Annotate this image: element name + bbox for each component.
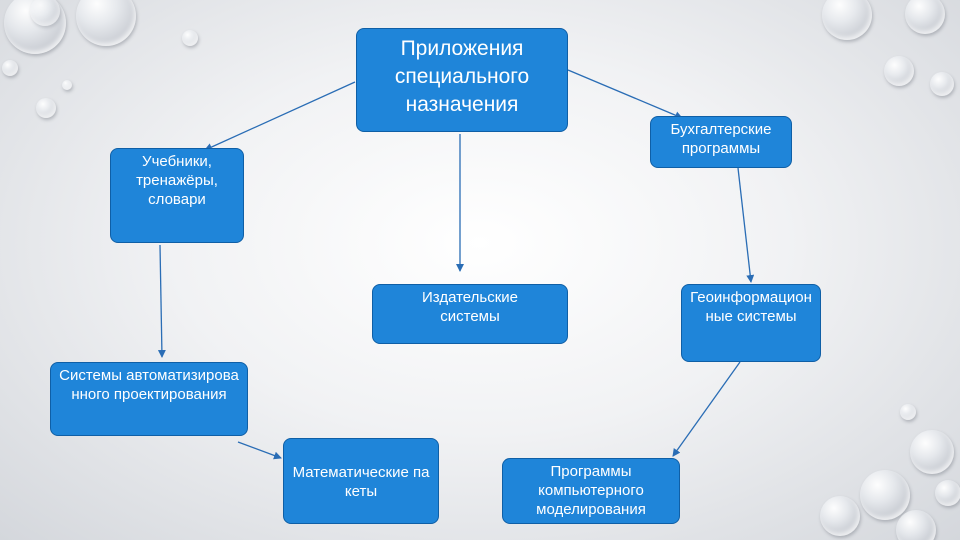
water-drop-decoration [905,0,945,34]
node-textbooks-label: Учебники, тренажёры, словари [136,153,218,208]
arrow-accounting-to-geoinfo [737,167,755,283]
node-root: Приложения специального назначения [356,28,568,132]
node-accounting-label: Бухгалтерские программы [670,121,772,157]
node-math: Математические пакеты [283,438,439,524]
node-publishing: Издательские системы [372,284,568,344]
node-root-label: Приложения специального назначения [394,37,530,116]
arrow-root-to-accounting [567,69,683,119]
arrow-root-to-textbooks [204,81,356,151]
water-drop-decoration [935,480,960,506]
water-drop-decoration [62,80,72,90]
node-accounting: Бухгалтерские программы [650,116,792,168]
node-math-label: Математические пакеты [292,464,430,500]
arrow-geoinfo-to-modeling [672,361,741,457]
water-drop-decoration [884,56,914,86]
water-drop-decoration [182,30,198,46]
node-geoinfo-label: Геоинформационные системы [690,289,812,325]
node-geoinfo: Геоинформационные системы [681,284,821,362]
water-drop-decoration [910,430,954,474]
water-drop-decoration [36,98,56,118]
water-drop-decoration [900,404,916,420]
node-textbooks: Учебники, тренажёры, словари [110,148,244,243]
node-modeling-label: Программы компьютерного моделирования [536,463,646,518]
arrow-textbooks-to-cad [157,244,166,358]
water-drop-decoration [822,0,872,40]
water-drop-decoration [30,0,60,26]
water-drop-decoration [820,496,860,536]
node-publishing-label: Издательские системы [422,289,518,325]
water-drop-decoration [860,470,910,520]
water-drop-decoration [2,60,18,76]
arrow-cad-to-math [237,441,282,460]
water-drop-decoration [896,510,936,540]
node-cad-label: Системы автоматизированного проектирован… [59,367,239,403]
node-modeling: Программы компьютерного моделирования [502,458,680,524]
node-cad: Системы автоматизированного проектирован… [50,362,248,436]
water-drop-decoration [930,72,954,96]
water-drop-decoration [76,0,136,46]
